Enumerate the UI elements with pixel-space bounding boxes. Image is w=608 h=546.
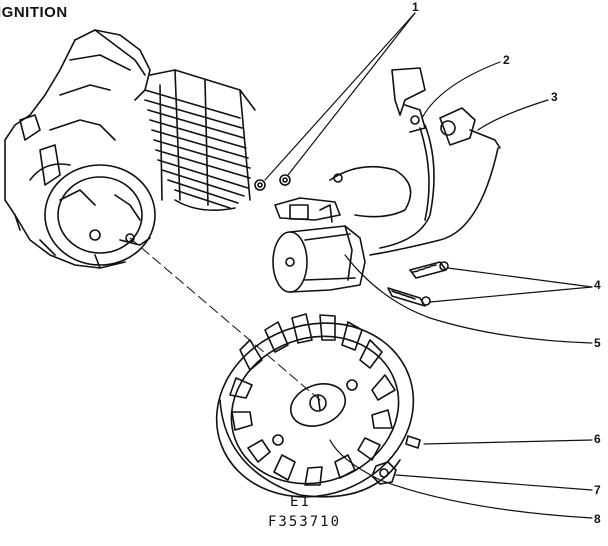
spark-plug-terminal	[392, 68, 425, 132]
callout-3: 3	[551, 90, 558, 104]
engine-housing	[5, 30, 150, 268]
part-number: F353710	[268, 514, 342, 530]
callout-1: 1	[412, 0, 419, 14]
spark-plug-boot	[440, 108, 500, 148]
callout-2: 2	[503, 53, 510, 67]
module-screws	[388, 262, 448, 306]
callout-6: 6	[594, 432, 601, 446]
flywheel	[192, 296, 438, 524]
cylinder-fins	[145, 70, 255, 210]
ignition-module	[273, 198, 365, 292]
callout-4: 4	[594, 278, 601, 292]
callout-7: 7	[594, 483, 601, 497]
washers	[255, 175, 290, 190]
ignition-wires	[330, 125, 498, 255]
figure-code: E1	[290, 494, 311, 510]
stator-plate	[40, 165, 155, 265]
callout-8: 8	[594, 512, 601, 526]
page-title: IGNITION	[0, 4, 68, 21]
assembly-centerline	[130, 238, 320, 400]
flywheel-key	[406, 436, 420, 448]
callout-5: 5	[594, 336, 601, 350]
leader-lines	[265, 13, 592, 518]
